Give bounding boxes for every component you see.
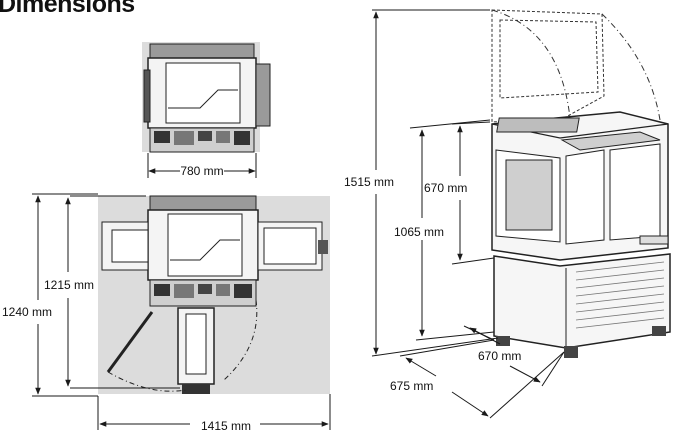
dim-670-upper: 670 mm	[424, 121, 495, 265]
page-title: Dimensions	[0, 0, 135, 18]
label-1515mm: 1515 mm	[344, 175, 394, 189]
label-670mm-upper: 670 mm	[424, 181, 467, 195]
label-670mm-side: 670 mm	[478, 349, 521, 363]
top-view	[142, 42, 271, 153]
label-1240mm: 1240 mm	[2, 305, 52, 319]
label-1065mm: 1065 mm	[394, 225, 444, 239]
dim-675: 675 mm	[390, 339, 565, 419]
dim-1415: 1415 mm	[97, 394, 331, 432]
dim-1215: 1215 mm	[44, 195, 180, 389]
plan-view	[98, 195, 330, 394]
dim-780: 780 mm	[147, 153, 257, 178]
label-1415mm: 1415 mm	[201, 419, 251, 432]
label-780mm: 780 mm	[180, 164, 223, 178]
label-1215mm: 1215 mm	[44, 278, 94, 292]
isometric-view	[491, 9, 671, 358]
dim-1240: 1240 mm	[2, 193, 98, 397]
label-675mm: 675 mm	[390, 379, 433, 393]
dim-1515: 1515 mm	[344, 9, 499, 357]
dim-670-side: 670 mm	[463, 325, 565, 387]
dim-1065: 1065 mm	[394, 119, 495, 341]
